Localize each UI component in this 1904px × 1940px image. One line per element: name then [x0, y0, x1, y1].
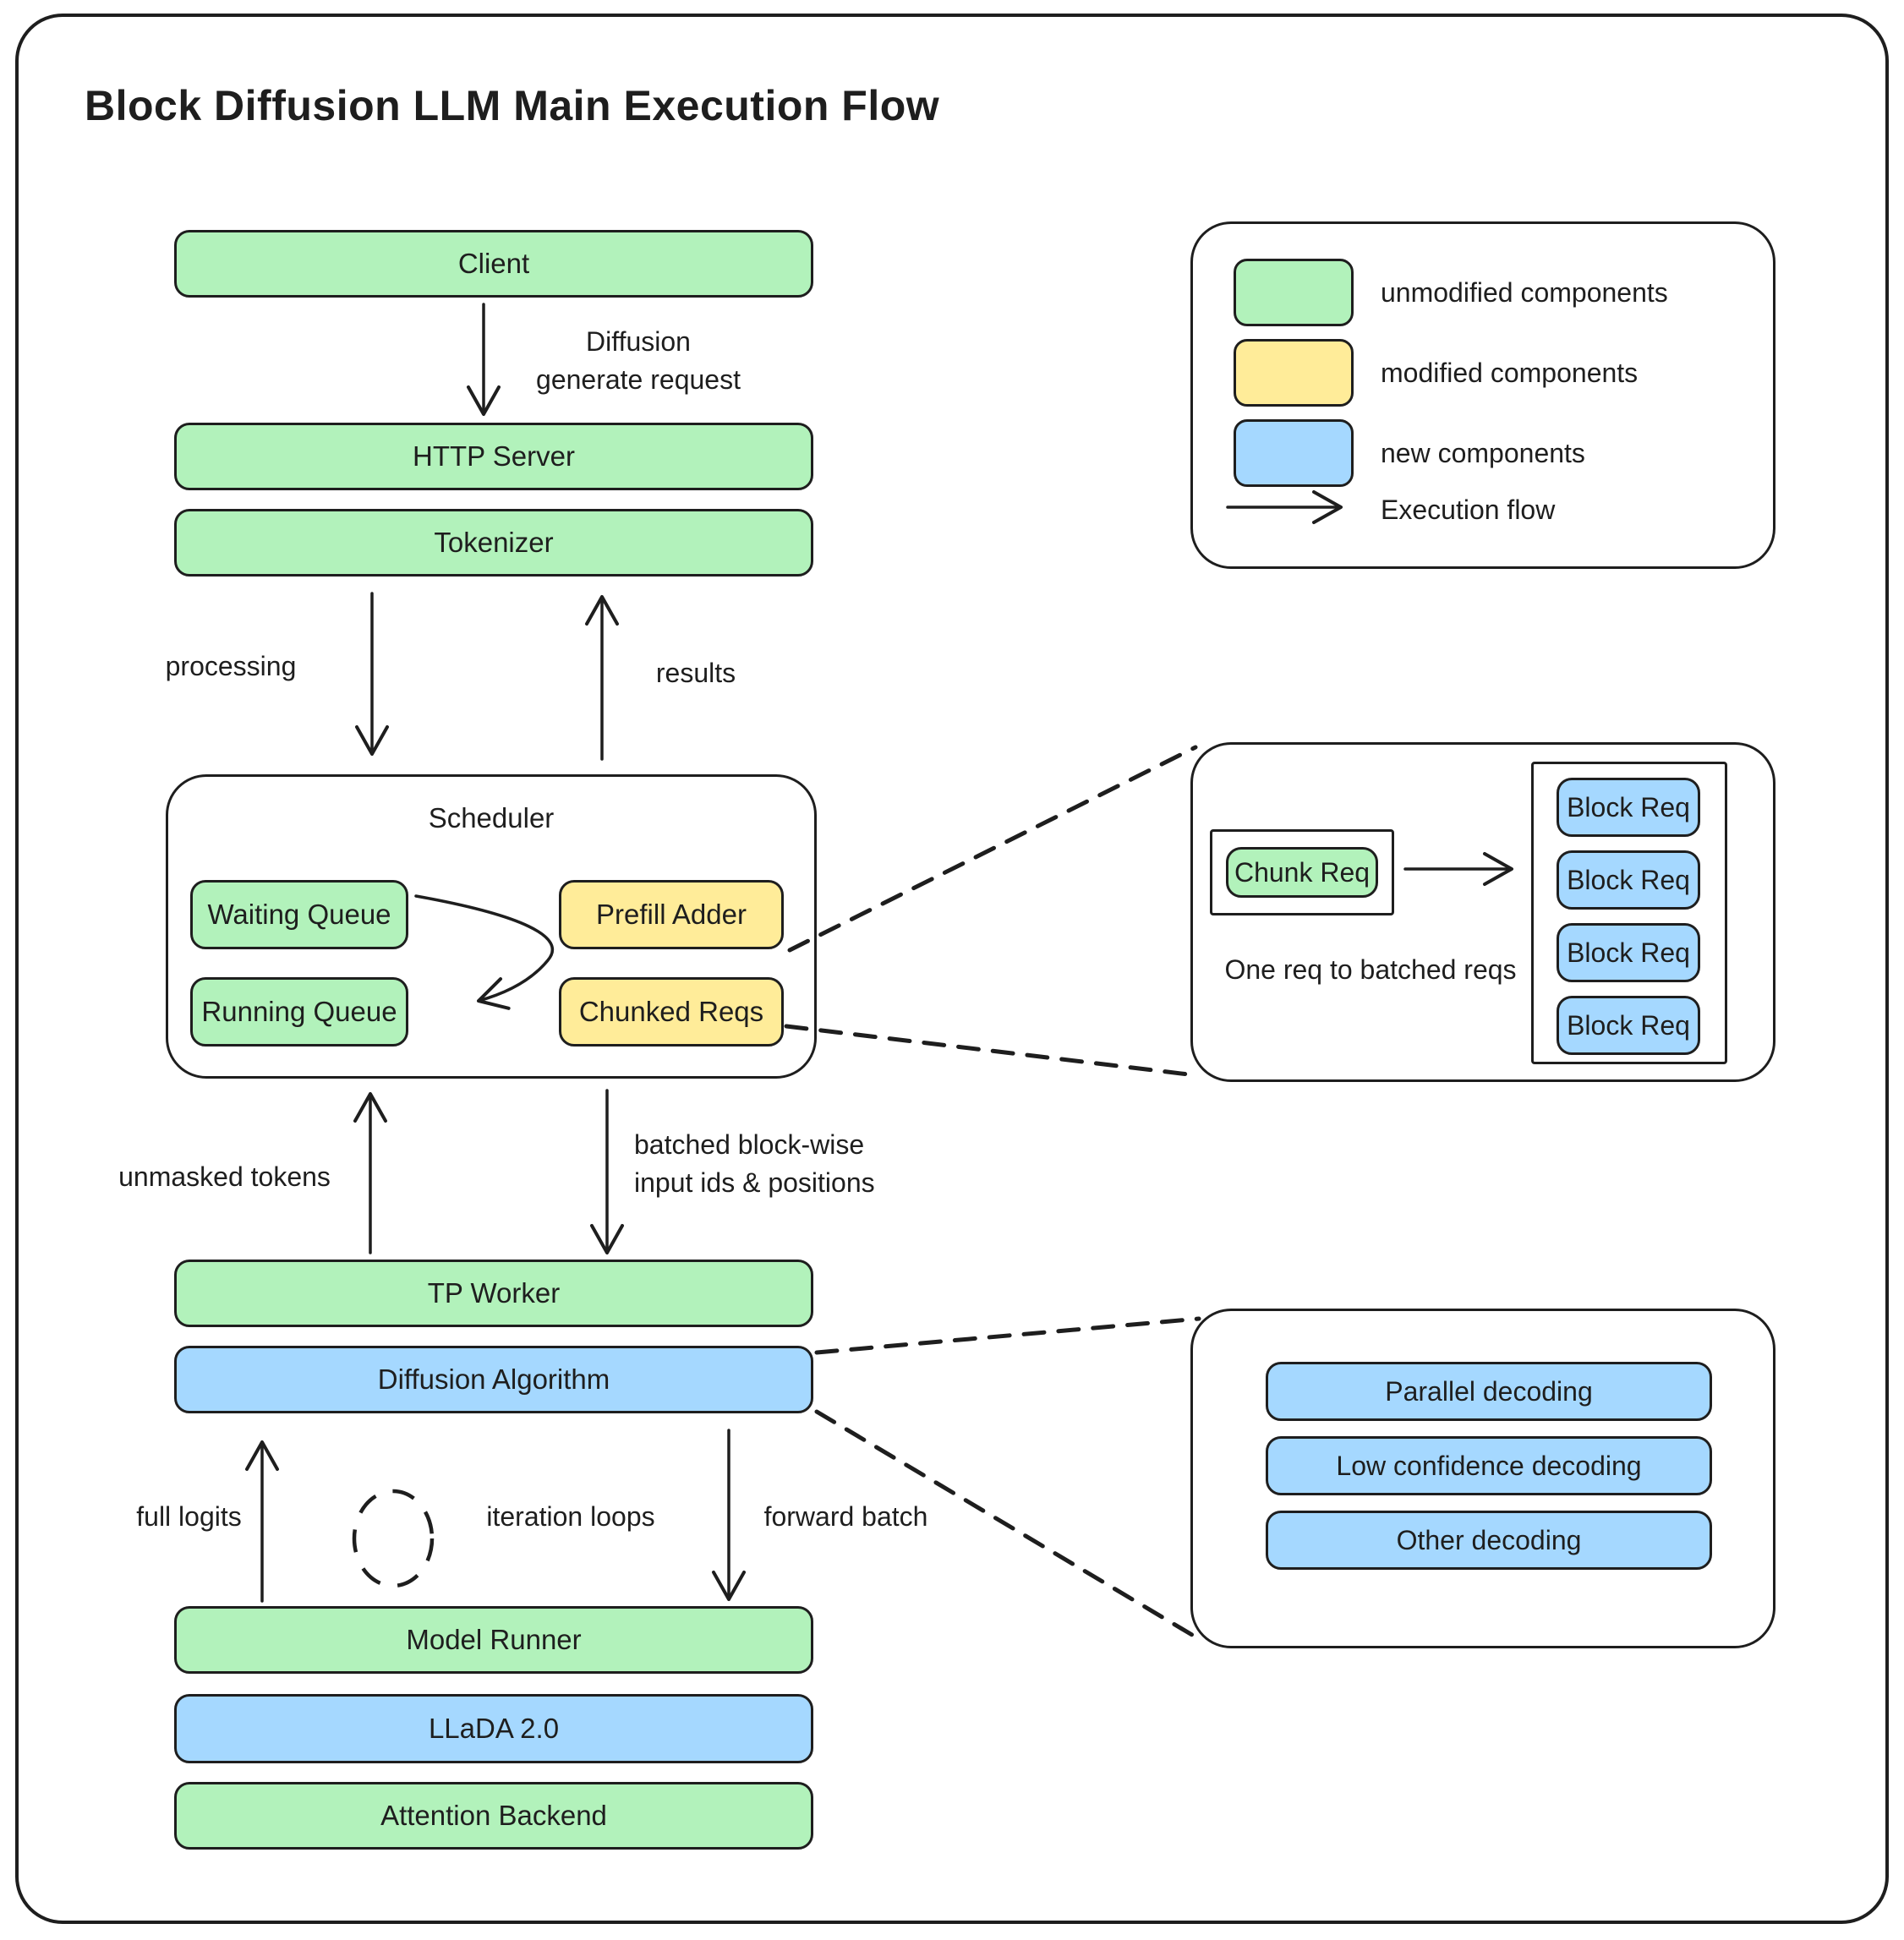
node-parallel-decoding: Parallel decoding — [1266, 1362, 1712, 1421]
node-http-server-label: HTTP Server — [413, 440, 575, 472]
node-block-req-1: Block Req — [1557, 778, 1700, 837]
node-block-req-2: Block Req — [1557, 850, 1700, 910]
chunk-req-wrapper: Chunk Req — [1210, 829, 1394, 915]
node-running-queue-label: Running Queue — [201, 996, 397, 1027]
label-batched-blockwise: batched block-wise input ids & positions — [634, 1126, 926, 1202]
node-running-queue: Running Queue — [190, 977, 408, 1047]
legend-swatch-unmodified — [1234, 259, 1354, 326]
legend-label-unmodified: unmodified components — [1381, 276, 1668, 308]
node-llada-label: LLaDA 2.0 — [428, 1713, 560, 1744]
legend-swatch-new — [1234, 419, 1354, 487]
label-diffusion-generate-request-line2: generate request — [536, 364, 741, 395]
label-one-req-to-batched-reqs: One req to batched reqs — [1224, 954, 1517, 985]
node-client-label: Client — [457, 248, 530, 279]
scheduler-title: Scheduler — [428, 802, 555, 833]
node-block-req-4: Block Req — [1557, 996, 1700, 1055]
label-processing: processing — [165, 651, 297, 681]
label-diffusion-generate-request: Diffusion generate request — [490, 323, 786, 399]
label-results: results — [655, 658, 736, 688]
node-llada: LLaDA 2.0 — [174, 1694, 813, 1763]
label-full-logits: full logits — [136, 1501, 242, 1532]
node-block-req-2-label: Block Req — [1567, 864, 1690, 895]
page-title: Block Diffusion LLM Main Execution Flow — [85, 82, 940, 129]
node-chunk-req-label: Chunk Req — [1234, 856, 1371, 888]
label-diffusion-generate-request-line1: Diffusion — [586, 326, 691, 357]
node-chunked-reqs: Chunked Reqs — [559, 977, 784, 1047]
decoding-detail-box: Parallel decoding Low confidence decodin… — [1190, 1309, 1775, 1648]
node-block-req-1-label: Block Req — [1567, 791, 1690, 822]
legend-swatch-modified — [1234, 339, 1354, 407]
node-client: Client — [174, 230, 813, 298]
node-waiting-queue: Waiting Queue — [190, 880, 408, 949]
legend-label-modified: modified components — [1381, 357, 1639, 388]
node-prefill-adder: Prefill Adder — [559, 880, 784, 949]
node-model-runner-label: Model Runner — [406, 1624, 582, 1655]
node-other-decoding: Other decoding — [1266, 1511, 1712, 1570]
legend-label-new: new components — [1381, 437, 1585, 468]
node-diffusion-algorithm: Diffusion Algorithm — [174, 1346, 813, 1413]
batch-detail-box: Chunk Req One req to batched reqs Block … — [1190, 742, 1775, 1082]
node-chunk-req: Chunk Req — [1226, 847, 1378, 898]
node-tp-worker: TP Worker — [174, 1260, 813, 1327]
node-diffusion-algorithm-label: Diffusion Algorithm — [377, 1363, 610, 1395]
node-block-req-3: Block Req — [1557, 923, 1700, 982]
node-low-confidence-decoding-label: Low confidence decoding — [1336, 1450, 1642, 1481]
label-batched-blockwise-line2: input ids & positions — [634, 1167, 875, 1198]
label-forward-batch: forward batch — [763, 1501, 928, 1532]
outer-frame — [15, 14, 1889, 1924]
label-batched-blockwise-line1: batched block-wise — [634, 1129, 865, 1160]
node-http-server: HTTP Server — [174, 423, 813, 490]
scheduler-container: Scheduler Waiting Queue Prefill Adder Ru… — [166, 774, 817, 1079]
node-tp-worker-label: TP Worker — [427, 1277, 561, 1309]
node-tokenizer-label: Tokenizer — [434, 527, 554, 558]
legend-label-execution-flow: Execution flow — [1381, 494, 1556, 525]
node-block-req-3-label: Block Req — [1567, 937, 1690, 968]
node-chunked-reqs-label: Chunked Reqs — [578, 996, 764, 1027]
node-waiting-queue-label: Waiting Queue — [207, 899, 391, 930]
node-prefill-adder-label: Prefill Adder — [596, 899, 747, 930]
label-iteration-loops: iteration loops — [486, 1501, 655, 1532]
node-parallel-decoding-label: Parallel decoding — [1385, 1375, 1593, 1407]
label-unmasked-tokens: unmasked tokens — [118, 1161, 331, 1192]
node-attention-backend: Attention Backend — [174, 1782, 813, 1850]
node-tokenizer: Tokenizer — [174, 509, 813, 577]
node-model-runner: Model Runner — [174, 1606, 813, 1674]
node-block-req-4-label: Block Req — [1567, 1009, 1690, 1041]
node-attention-backend-label: Attention Backend — [380, 1800, 607, 1831]
node-other-decoding-label: Other decoding — [1396, 1524, 1582, 1555]
node-low-confidence-decoding: Low confidence decoding — [1266, 1436, 1712, 1495]
legend-box: unmodified components modified component… — [1190, 221, 1775, 569]
block-reqs-wrapper: Block Req Block Req Block Req Block Req — [1531, 762, 1727, 1064]
